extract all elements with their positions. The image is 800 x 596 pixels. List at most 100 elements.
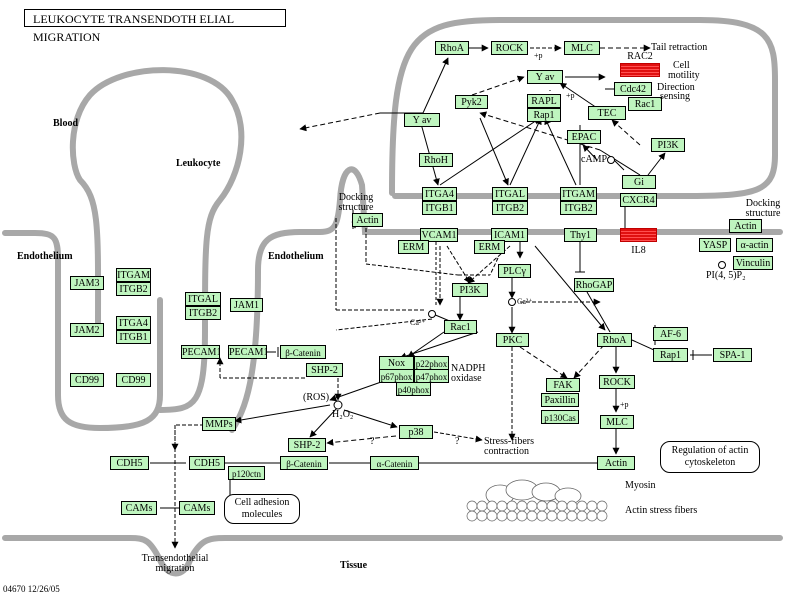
gene-mmps[interactable]: MMPs [202, 417, 236, 431]
label-nadph-2: oxidase [451, 373, 482, 384]
gene-rac1-mid[interactable]: Rac1 [444, 320, 477, 334]
label-docking-right-2: structure [745, 208, 781, 219]
gene-shp2-a[interactable]: SHP-2 [306, 363, 343, 377]
label-cell-motility-1: Cell [673, 60, 690, 71]
label-actin-fibers: Actin stress fibers [625, 505, 698, 516]
gene-rock-mid[interactable]: ROCK [599, 375, 635, 389]
gene-pecam1-b[interactable]: PECAM1 [228, 345, 267, 359]
gene-mlc-mid[interactable]: MLC [600, 415, 634, 429]
endothelium-left-top [2, 230, 163, 432]
endothelium-bottom [2, 535, 783, 577]
gene-itga4[interactable]: ITGA4 [422, 187, 457, 201]
label-myosin: Myosin [625, 480, 656, 491]
region-tissue: Tissue [340, 560, 368, 571]
gene-gi[interactable]: Gi [622, 175, 656, 189]
gene-pi3k-top[interactable]: PI3K [651, 138, 685, 152]
gene-itgb1[interactable]: ITGB1 [422, 201, 457, 215]
gene-cd99-a[interactable]: CD99 [70, 373, 104, 387]
gene-p120ctn[interactable]: p120ctn [228, 466, 265, 480]
gene-yav-left[interactable]: Y av [404, 113, 440, 127]
gene-itgal-mid[interactable]: ITGAL [185, 292, 221, 306]
gene-itgb2-b[interactable]: ITGB2 [560, 201, 597, 215]
gene-p38[interactable]: p38 [399, 425, 433, 439]
cell-adhesion-molecules-box[interactable]: Cell adhesion molecules [224, 494, 300, 524]
gene-nox[interactable]: Nox [379, 356, 414, 370]
gene-epac[interactable]: EPAC [567, 130, 601, 144]
gene-actin-bottom[interactable]: Actin [597, 456, 635, 470]
label-q1: ? [370, 436, 375, 447]
label-ca-2: Ca²⁺ [410, 318, 426, 327]
gene-jam2[interactable]: JAM2 [70, 323, 104, 337]
gene-erm-1[interactable]: ERM [398, 240, 429, 254]
gene-shp2-b[interactable]: SHP-2 [288, 438, 326, 452]
gene-itgb2-a[interactable]: ITGB2 [492, 201, 528, 215]
gene-vinculin[interactable]: Vinculin [733, 256, 773, 270]
gene-pecam1-a[interactable]: PECAM1 [181, 345, 220, 359]
gene-cams-a[interactable]: CAMs [121, 501, 157, 515]
gene-alpha-actin[interactable]: α-actin [736, 238, 773, 252]
gene-rhoa-mid[interactable]: RhoA [597, 333, 632, 347]
gene-cdh5-b[interactable]: CDH5 [189, 456, 225, 470]
gene-rac2[interactable] [620, 63, 660, 77]
gene-rhogap[interactable]: RhoGAP [574, 278, 614, 292]
gene-rhoa-top[interactable]: RhoA [435, 41, 469, 55]
gene-cxcr4[interactable]: CXCR4 [620, 193, 657, 207]
gene-tec[interactable]: TEC [588, 106, 626, 120]
gene-yav-top[interactable]: Y av [527, 70, 563, 84]
gene-b-catenin-1[interactable]: β-Catenin [280, 345, 326, 359]
gene-af6[interactable]: AF-6 [653, 327, 688, 341]
label-docking-left-2: structure [338, 202, 374, 213]
gene-plcg[interactable]: PLCγ [498, 264, 531, 278]
gene-pyk2[interactable]: Pyk2 [455, 95, 488, 109]
region-leukocyte: Leukocyte [176, 158, 221, 169]
gene-cd99-b[interactable]: CD99 [116, 373, 151, 387]
gene-cams-b[interactable]: CAMs [179, 501, 215, 515]
gene-rap1-right[interactable]: Rap1 [653, 348, 688, 362]
gene-rhoh[interactable]: RhoH [419, 153, 453, 167]
gene-jam1[interactable]: JAM1 [230, 298, 263, 312]
gene-il8[interactable] [620, 228, 657, 242]
gene-p40phox[interactable]: p40phox [396, 382, 431, 396]
gene-pkc[interactable]: PKC [496, 333, 529, 347]
gene-spa1[interactable]: SPA-1 [713, 348, 752, 362]
gene-paxillin[interactable]: Paxillin [541, 393, 579, 407]
regulation-actin-cytoskeleton-box[interactable]: Regulation of actin cytoskeleton [660, 441, 760, 473]
gene-itgb2-left[interactable]: ITGB2 [116, 282, 151, 296]
gene-a-catenin[interactable]: α-Catenin [370, 456, 419, 470]
gene-thy1[interactable]: Thy1 [564, 228, 597, 242]
leukocyte-lower [69, 67, 245, 413]
gene-cdh5-a[interactable]: CDH5 [110, 456, 149, 470]
label-p-yav: +p [566, 91, 575, 100]
gene-itgam-left[interactable]: ITGAM [116, 268, 151, 282]
gene-pi3k-mid[interactable]: PI3K [452, 283, 488, 297]
gene-p67phox[interactable]: p67phox [379, 369, 414, 383]
gene-icam1[interactable]: ICAM1 [491, 228, 528, 242]
label-ca-1: Ca²⁺ [517, 297, 533, 306]
gene-itgb1-left[interactable]: ITGB1 [116, 330, 151, 344]
gene-yasp[interactable]: YASP [699, 238, 731, 252]
gene-actin-right[interactable]: Actin [729, 219, 762, 233]
gene-rapl[interactable]: RAPL [527, 94, 561, 108]
diagram-title: LEUKOCYTE TRANSENDOTH ELIAL MIGRATION [24, 9, 286, 44]
gene-cdc42[interactable]: Cdc42 [614, 82, 652, 96]
gene-fak[interactable]: FAK [546, 378, 580, 392]
gene-itgb2-mid[interactable]: ITGB2 [185, 306, 221, 320]
label-direction-sensing-2: sensing [660, 91, 690, 102]
label-transendothelial-2: migration [155, 563, 195, 574]
label-p-mlc: +p [620, 400, 629, 409]
gene-itga4-left[interactable]: ITGA4 [116, 316, 151, 330]
gene-b-catenin-2[interactable]: β-Catenin [280, 456, 328, 470]
gene-erm-2[interactable]: ERM [474, 240, 505, 254]
gene-itgal[interactable]: ITGAL [492, 187, 528, 201]
gene-p47phox[interactable]: p47phox [414, 369, 449, 383]
gene-rac1-top[interactable]: Rac1 [628, 97, 662, 111]
gene-vcam1[interactable]: VCAM1 [420, 228, 458, 242]
gene-p130cas[interactable]: p130Cas [541, 410, 579, 424]
gene-p22phox[interactable]: p22phox [414, 356, 449, 370]
gene-mlc-top[interactable]: MLC [564, 41, 600, 55]
gene-itgam[interactable]: ITGAM [560, 187, 597, 201]
gene-jam3[interactable]: JAM3 [70, 276, 104, 290]
gene-rap1[interactable]: Rap1 [527, 108, 561, 122]
gene-actin-dock[interactable]: Actin [352, 213, 383, 227]
gene-rock-top[interactable]: ROCK [491, 41, 528, 55]
